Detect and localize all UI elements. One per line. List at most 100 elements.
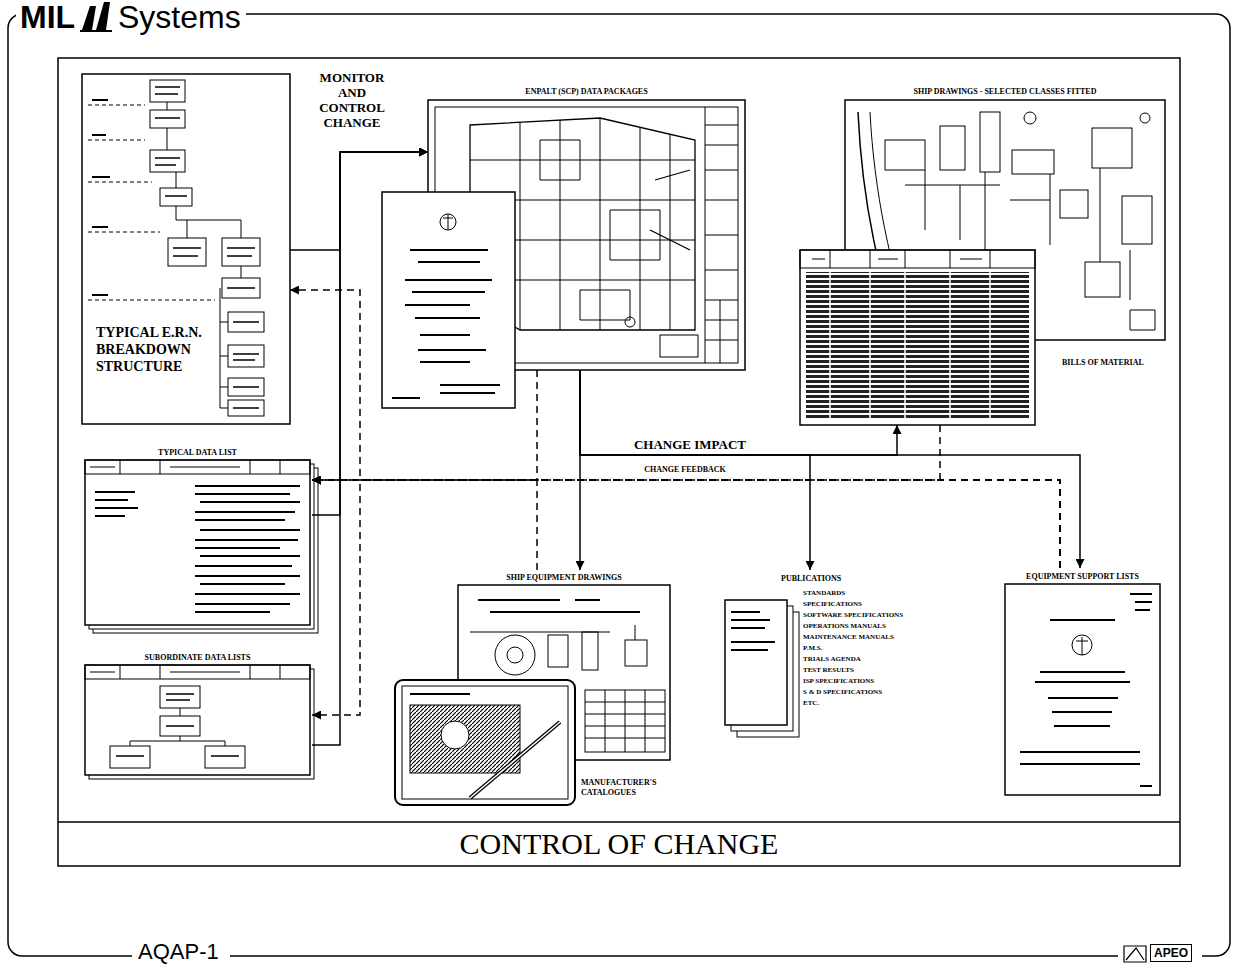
document-title: ENPALT (SCP) DATA PACKAGES [428, 87, 745, 97]
subordinate-list-sheet [85, 665, 314, 779]
ship-drawing [1085, 262, 1120, 297]
feedback-connector [312, 370, 537, 480]
feedback-connector [312, 480, 1060, 568]
list-item: ISP SPECIFICATIONS [803, 676, 933, 687]
document-node: EQUIPMENT SUPPORT LISTS [1005, 568, 1162, 795]
ern-breakdown-sheet [150, 150, 185, 172]
ern-breakdown-sheet [168, 238, 206, 266]
ship-drawing [885, 140, 925, 170]
document-node: TYPICAL E.R.N. BREAKDOWN STRUCTURE [82, 74, 290, 424]
list-item: TRIALS AGENDA [803, 654, 933, 665]
document-node: SHIP DRAWINGS - SELECTED CLASSES FITTED [845, 84, 1167, 340]
ern-breakdown-sheet [150, 80, 185, 102]
document-node: ENPALT (SCP) DATA PACKAGES [428, 84, 747, 370]
document-node: SHIP EQUIPMENT DRAWINGS [458, 570, 672, 760]
document-node: TYPICAL DATA LIST [85, 445, 312, 625]
catalogue-binder [395, 680, 575, 805]
catalogue-binder [410, 705, 520, 773]
document-title: SHIP EQUIPMENT DRAWINGS [458, 573, 670, 583]
publication-stack [731, 612, 775, 650]
equipment-drawing-sheet [625, 640, 647, 666]
support-list-sheet [1005, 584, 1160, 795]
bills-of-material-sheet [800, 250, 1035, 425]
data-package-drawing [660, 335, 698, 357]
publication-stack [725, 600, 787, 725]
catalogue-binder [441, 721, 469, 749]
document-node: PUBLICATIONS STANDARDSSPECIFICATIONSSOFTW… [725, 570, 935, 745]
frame [58, 58, 1180, 866]
impact-connector [312, 152, 428, 515]
logo [80, 2, 112, 32]
ship-drawing [980, 112, 1000, 172]
logo [16, 0, 1202, 966]
document-title: TYPICAL E.R.N. BREAKDOWN STRUCTURE [96, 324, 214, 375]
feedback-connector [290, 290, 1060, 568]
equipment-drawing-sheet [585, 690, 665, 752]
support-list-sheet [1050, 594, 1152, 620]
feedback-connector [312, 480, 1060, 715]
equipment-drawing-sheet [548, 635, 568, 667]
list-item: SOFTWARE SPECIFICATIONS [803, 610, 933, 621]
company-name: Systems [118, 0, 241, 34]
subordinate-list-sheet [90, 665, 280, 679]
support-list-sheet [1005, 584, 1160, 795]
impact-connector [580, 370, 897, 455]
equipment-drawing-sheet [478, 600, 640, 612]
list-item: SPECIFICATIONS [803, 599, 933, 610]
subordinate-list-sheet [110, 746, 150, 768]
ship-drawing [1122, 196, 1152, 244]
document-node: SUBORDINATE DATA LISTS [85, 650, 312, 775]
equipment-drawing-sheet [495, 635, 535, 675]
impact-connector [580, 370, 810, 570]
ern-breakdown-sheet [150, 110, 185, 128]
document-title: BILLS OF MATERIAL [1062, 358, 1162, 368]
data-list-sheet [90, 460, 280, 474]
logo [1118, 940, 1202, 964]
data-package-drawing [625, 317, 635, 327]
document-code: AQAP-1 [138, 940, 219, 964]
impact-connector [580, 370, 1080, 568]
ern-breakdown-sheet [82, 74, 290, 424]
feedback-connector [312, 425, 940, 480]
list-item: STANDARDS [803, 588, 933, 599]
connector-label: MONITOR AND CONTROL CHANGE [316, 70, 388, 130]
support-list-sheet [1076, 637, 1088, 655]
document-title: TYPICAL DATA LIST [85, 448, 310, 458]
subordinate-list-sheet [130, 708, 225, 746]
ship-drawing [940, 126, 965, 170]
document-title: EQUIPMENT SUPPORT LISTS [1005, 572, 1160, 582]
impact-connector [290, 152, 428, 250]
list-item: P.M.S. [803, 643, 933, 654]
catalogue-binder [470, 722, 560, 798]
document-title: SHIP DRAWINGS - SELECTED CLASSES FITTED [845, 87, 1165, 97]
ern-breakdown-sheet [222, 238, 260, 266]
cover-document [382, 192, 515, 408]
equipment-drawing-sheet [585, 690, 665, 752]
frame [8, 14, 1230, 956]
ern-breakdown-sheet [228, 345, 264, 367]
list-item: ETC. [803, 698, 933, 709]
connector-label: CHANGE FEEDBACK [640, 465, 730, 475]
feedback-connector [312, 480, 537, 570]
diagram-title: CONTROL OF CHANGE [60, 825, 1178, 863]
ern-breakdown-sheet [88, 105, 215, 300]
subordinate-list-sheet [85, 665, 310, 775]
ship-drawing [1060, 190, 1088, 218]
support-list-sheet [1072, 635, 1092, 655]
list-item: OPERATIONS MANUALS [803, 621, 933, 632]
catalogue-binder [395, 680, 575, 805]
bills-of-material-sheet [800, 250, 1035, 425]
publication-stack [725, 600, 799, 737]
cover-document [382, 192, 515, 408]
subordinate-list-sheet [160, 686, 200, 708]
cover-document [440, 214, 456, 230]
bills-of-material-sheet [812, 250, 990, 268]
document-title: PUBLICATIONS [781, 574, 901, 584]
connector-label: CHANGE IMPACT [630, 437, 750, 452]
data-list-sheet [95, 486, 300, 612]
bills-of-material-sheet [830, 272, 990, 420]
cover-document [392, 250, 500, 398]
